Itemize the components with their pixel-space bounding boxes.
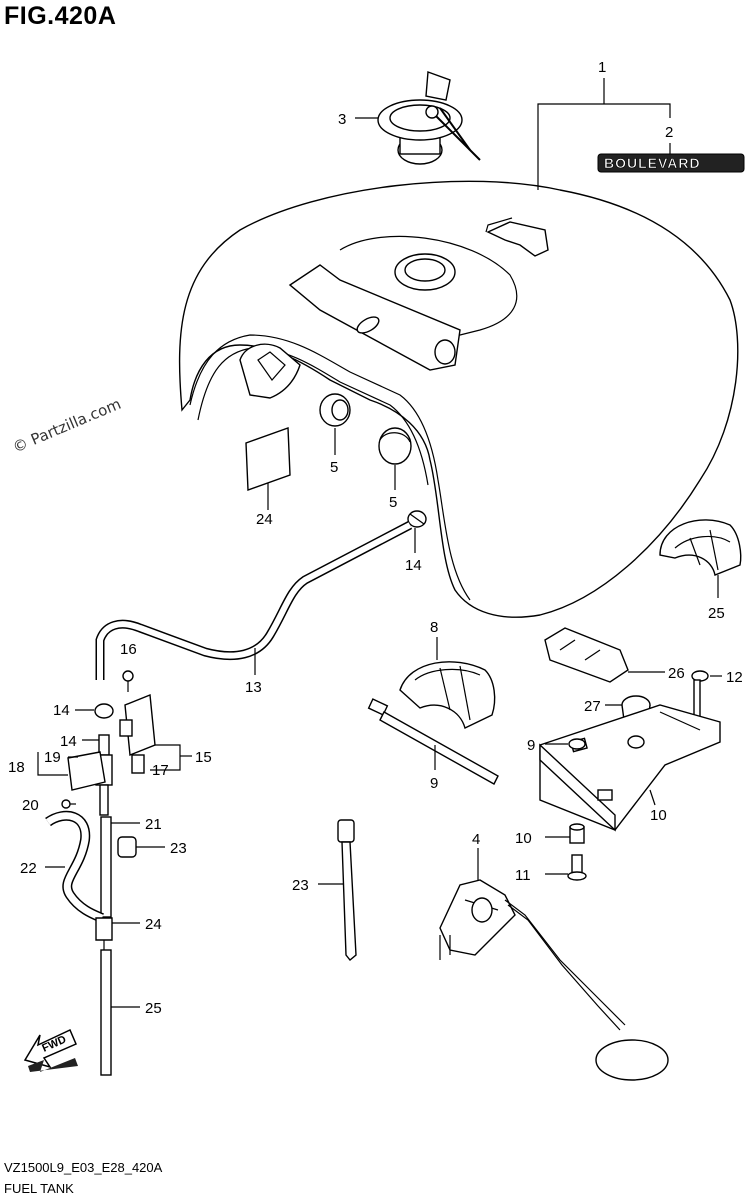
- hose-clamp-upper: [407, 510, 427, 528]
- fuel-tank: [178, 180, 739, 618]
- hose-clamp-lower: [94, 703, 114, 719]
- mounting-plate-8: [539, 704, 721, 832]
- callout-28: 24: [256, 511, 273, 528]
- leader-1: [537, 103, 671, 190]
- callout-10: 10: [515, 830, 532, 847]
- fwd-arrow: FWD: [23, 1028, 78, 1072]
- callout-30: 26: [668, 665, 685, 682]
- callout-14b: 14: [53, 702, 70, 719]
- screw-18: [122, 670, 134, 692]
- callout-24: 23: [170, 840, 187, 857]
- fuel-hose-22: [100, 816, 112, 918]
- breather-hose: [95, 521, 413, 680]
- fuel-cap: [377, 71, 481, 165]
- figure-title: FIG.420A: [4, 2, 117, 30]
- callout-17: 17: [152, 762, 169, 779]
- tank-pad: [245, 427, 291, 491]
- tie-band-7: [367, 698, 499, 785]
- callout-16: 15: [195, 749, 212, 766]
- callout-5a: 5: [330, 459, 338, 476]
- callout-21: 20: [22, 797, 39, 814]
- fuel-level-gauge-4: [439, 879, 669, 1081]
- callout-5b: 5: [389, 494, 397, 511]
- bracket-16: [119, 694, 156, 774]
- callout-29: 25: [708, 605, 725, 622]
- fuel-tank-diagram: 1 2 BOULEVARD 3 5 5 24 25: [8, 59, 745, 1081]
- callout-13: 13: [245, 679, 262, 696]
- boulevard-badge-text: BOULEVARD: [604, 155, 701, 171]
- boulevard-badge: [597, 153, 745, 173]
- callout-11: 11: [515, 867, 531, 884]
- callout-6: 8: [430, 619, 438, 636]
- callout-9: 9: [527, 737, 535, 754]
- callout-4: 4: [472, 831, 480, 848]
- bolt-12: [691, 670, 709, 721]
- rubber-block-30: [544, 627, 629, 683]
- callout-1: 1: [598, 59, 606, 76]
- grommet-right: [378, 427, 412, 465]
- callout-3: 3: [338, 111, 346, 128]
- joint-25: [95, 917, 113, 950]
- callout-20: 19: [44, 749, 61, 766]
- callout-27: 23: [292, 877, 309, 894]
- diagram-code: VZ1500L9_E03_E28_420A: [4, 1160, 163, 1175]
- callout-31: 27: [584, 698, 601, 715]
- diagram-caption: FUEL TANK: [4, 1181, 74, 1196]
- rubber-cushion-29: [659, 519, 742, 576]
- callout-14a: 14: [405, 557, 422, 574]
- washer-9: [568, 738, 586, 750]
- grommet-left: [319, 393, 351, 427]
- callout-7: 9: [430, 775, 438, 792]
- cable-tie-27: [337, 819, 357, 961]
- callout-25: 24: [145, 916, 162, 933]
- fuel-hose-26: [100, 949, 112, 1076]
- callout-19: 18: [8, 759, 25, 776]
- rubber-cushion-6: [399, 661, 496, 729]
- collar-10: [569, 823, 585, 844]
- clip-20: [67, 751, 106, 791]
- callout-23: 22: [20, 860, 37, 877]
- callout-2: 2: [665, 124, 673, 141]
- callout-18: 16: [120, 641, 137, 658]
- callout-26: 25: [145, 1000, 162, 1017]
- bolt-11: [567, 854, 587, 881]
- callout-22: 21: [145, 816, 162, 833]
- callout-8: 10: [650, 807, 667, 824]
- screw-21: [61, 799, 76, 809]
- sleeve-24: [117, 836, 137, 858]
- callout-15: 14: [60, 733, 77, 750]
- callout-12: 12: [726, 669, 743, 686]
